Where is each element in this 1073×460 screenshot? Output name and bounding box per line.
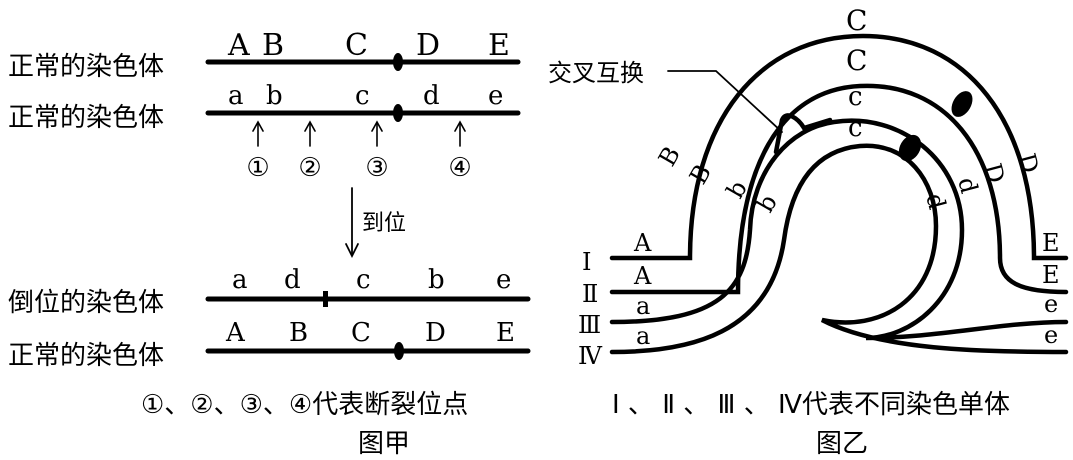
loop-c-label-3: c: [848, 82, 863, 112]
row2-gene-3: c: [355, 81, 370, 111]
left-gene-2: A: [633, 262, 652, 290]
row4-gene-3: C: [351, 318, 371, 348]
right-gene-1: E: [1042, 229, 1060, 257]
down-arrow-head: [345, 243, 359, 259]
row1-gene-2: B: [262, 28, 284, 63]
row3-gene-5: e: [496, 265, 511, 295]
row2-gene-5: e: [488, 81, 503, 111]
chromatid-3: [609, 118, 1069, 341]
row1-centromere: [393, 53, 403, 71]
fig-b-caption: 图乙: [816, 429, 868, 459]
chromatid-2: [609, 83, 1069, 295]
crossover-pointer: [667, 70, 783, 133]
strand-label-4: Ⅳ: [578, 342, 603, 370]
row4-centromere: [394, 342, 404, 360]
loop-c-label-1: C: [846, 4, 867, 37]
left-gene-4: a: [636, 322, 650, 350]
row2-label: 正常的染色体: [8, 103, 164, 133]
row3-gene-3: c: [356, 265, 371, 295]
loop-b-label-4: b: [751, 190, 783, 217]
right-gene-3: e: [1044, 290, 1058, 318]
left-gene-3: a: [636, 292, 650, 320]
loop-d-label-3: d: [952, 174, 983, 196]
row1-gene-1: A: [227, 28, 250, 63]
breakpoint-1: ①: [246, 153, 269, 183]
row1-label: 正常的染色体: [8, 52, 164, 82]
fig-b-legend: Ⅰ 、 Ⅱ 、 Ⅲ 、 Ⅳ代表不同染色单体: [612, 390, 1010, 420]
row3-gene-2: d: [284, 265, 301, 295]
right-gene-2: E: [1042, 261, 1060, 289]
strand-label-3: Ⅲ: [578, 311, 601, 339]
breakpoint-arrows: [252, 120, 466, 147]
breakpoint-3: ③: [365, 153, 388, 183]
row4-gene-2: B: [289, 318, 308, 348]
crossover-label: 交叉互换: [548, 59, 644, 87]
row2-centromere: [393, 104, 403, 122]
chromatid-1: [609, 33, 1069, 261]
strand-label-2: Ⅱ: [582, 280, 598, 308]
chromatid-4: [609, 143, 1069, 355]
centromere-upper: [951, 91, 973, 117]
figure-a: 正常的染色体 A B C D E 正常的染色体 a b c d e ① ② ③ …: [8, 28, 531, 459]
row2-gene-4: d: [423, 81, 440, 111]
left-gene-1: A: [633, 229, 652, 257]
row1-gene-5: E: [488, 28, 510, 63]
row4-label: 正常的染色体: [8, 341, 164, 371]
loop-c-label-2: C: [846, 44, 867, 77]
row4-gene-4: D: [425, 318, 446, 348]
row3-gene-1: a: [232, 265, 248, 295]
loop-c-label-4: c: [848, 113, 863, 143]
row4-gene-1: A: [225, 318, 246, 348]
row3-centromere: [323, 291, 328, 307]
fig-a-caption: 图甲: [358, 429, 410, 459]
crossover-kink: [773, 113, 833, 155]
figure-b: 交叉互换 Ⅰ Ⅱ Ⅲ Ⅳ A A a a E E e e C C c c B B…: [548, 4, 1069, 459]
right-gene-4: e: [1044, 321, 1058, 349]
centromere-lower: [898, 134, 922, 162]
loop-b-label-2: B: [684, 160, 717, 189]
breakpoint-2: ②: [298, 153, 321, 183]
row3-gene-4: b: [428, 265, 445, 295]
breakpoint-4: ④: [448, 153, 471, 183]
row1-gene-4: D: [416, 28, 440, 63]
fig-a-legend: ①、②、③、④代表断裂位点: [141, 390, 468, 420]
loop-b-label-1: B: [653, 142, 686, 171]
row4-gene-5: E: [496, 318, 515, 348]
row2-gene-1: a: [228, 81, 244, 111]
row1-gene-3: C: [345, 28, 368, 63]
row3-label: 倒位的染色体: [8, 288, 164, 318]
arrow-label: 到位: [362, 211, 406, 236]
strand-label-1: Ⅰ: [582, 248, 591, 276]
row2-gene-2: b: [266, 81, 283, 111]
loop-d-label-4: d: [920, 190, 951, 212]
